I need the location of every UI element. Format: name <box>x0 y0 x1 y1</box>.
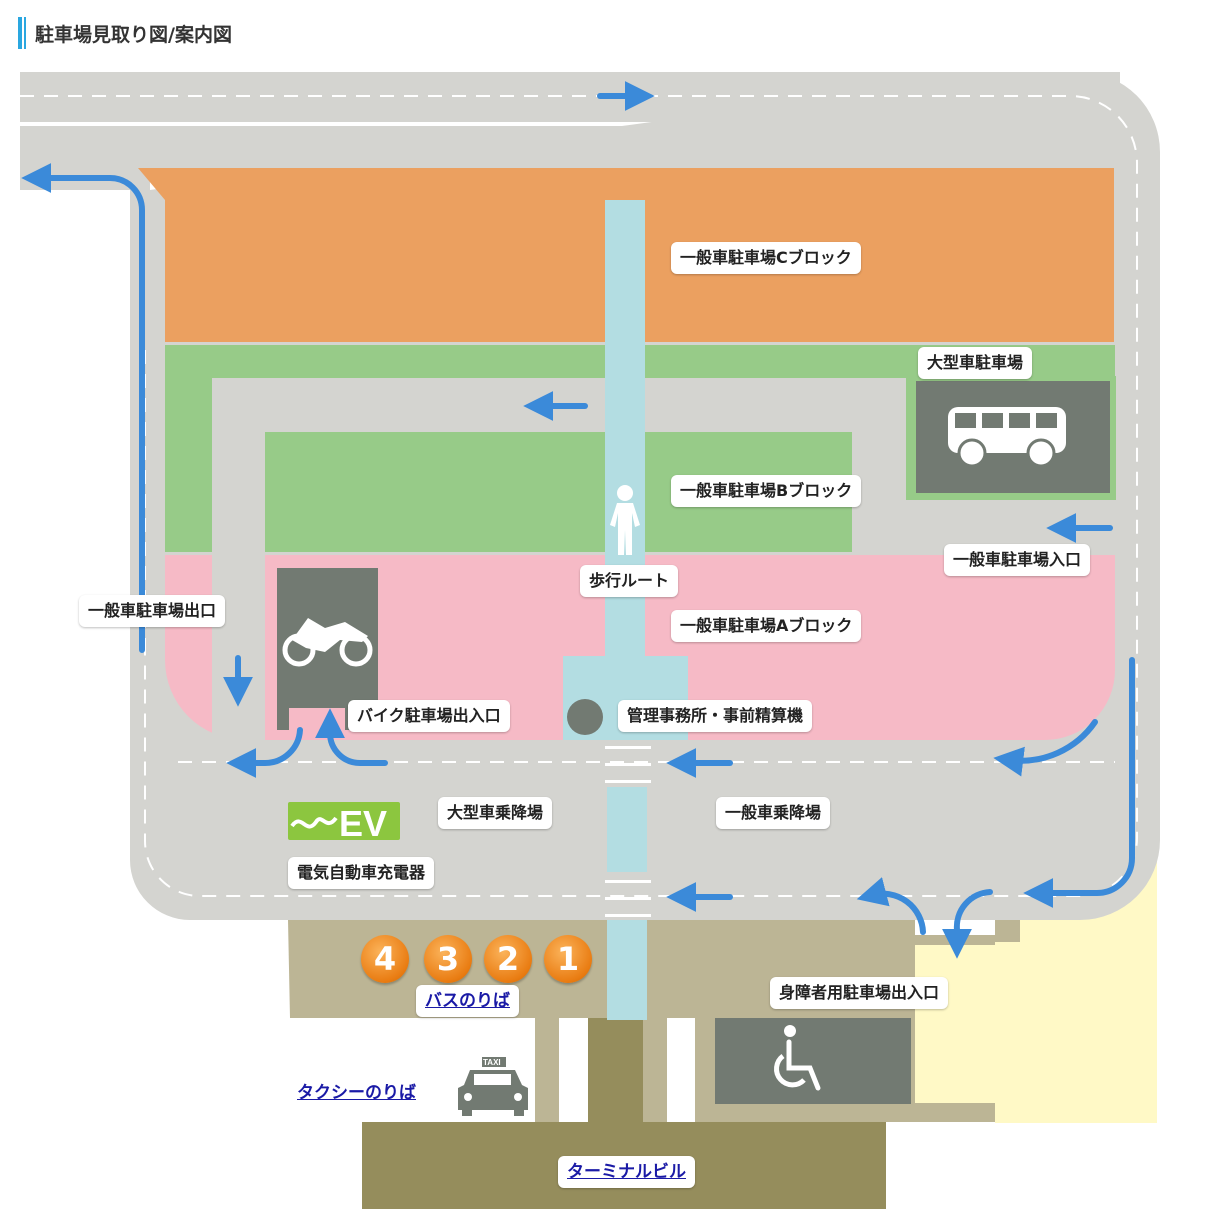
platform-column-mid <box>643 1018 667 1122</box>
platform-column-left <box>535 1018 559 1122</box>
pedestrian-icon <box>610 485 640 555</box>
page-title: 駐車場見取り図/案内図 <box>35 23 232 46</box>
wheelchair-icon <box>774 1025 821 1091</box>
bike-gate-label: バイク駐車場出入口 <box>348 700 510 732</box>
general-boarding-label: 一般車乗降場 <box>716 797 831 829</box>
title-accent <box>18 17 22 49</box>
bus-stop-link[interactable]: バスのりば <box>416 985 519 1017</box>
taxi-stop-link[interactable]: タクシーのりば <box>297 1083 416 1103</box>
large-parking-label: 大型車駐車場 <box>918 347 1033 379</box>
walkway-lower <box>607 920 647 1020</box>
ev-logo: EV <box>288 802 400 844</box>
ev-charger-label: 電気自動車充電器 <box>288 857 435 889</box>
crosswalk-upper <box>605 746 651 783</box>
bus-stop-2[interactable]: 2 <box>484 935 532 983</box>
general-entrance-label: 一般車駐車場入口 <box>944 544 1091 576</box>
bus-stop-3[interactable]: 3 <box>424 935 472 983</box>
motorcycle-icon <box>282 618 373 667</box>
b-block-label: 一般車駐車場Bブロック <box>671 475 862 507</box>
a-block-label: 一般車駐車場Aブロック <box>671 610 862 642</box>
large-boarding-label: 大型車乗降場 <box>438 797 553 829</box>
disabled-gate-label: 身障者用駐車場出入口 <box>770 977 949 1009</box>
bus-stop-1[interactable]: 1 <box>544 935 592 983</box>
b-block-inner-road <box>212 378 1115 740</box>
disabled-lot-white <box>915 945 995 1103</box>
title-accent-thin <box>24 17 26 49</box>
office-marker <box>567 699 603 735</box>
c-block-label: 一般車駐車場Cブロック <box>671 242 861 274</box>
page-header: 駐車場見取り図/案内図 <box>18 17 232 49</box>
traffic-arrows <box>21 81 1135 959</box>
crosswalk-lower <box>605 880 651 917</box>
ev-logo-text: EV <box>339 803 387 844</box>
bus-icon <box>948 407 1066 468</box>
bus-stop-4[interactable]: 4 <box>361 935 409 983</box>
walk-route-label: 歩行ルート <box>580 565 679 597</box>
disabled-lot-strip <box>995 920 1020 942</box>
office-label: 管理事務所・事前精算機 <box>618 700 813 732</box>
terminal-link[interactable]: ターミナルビル <box>558 1156 695 1188</box>
general-exit-label: 一般車駐車場出口 <box>79 595 226 627</box>
taxi-icon: TAXI <box>458 1057 528 1116</box>
walkway-middle <box>607 787 647 872</box>
taxi-sign-text: TAXI <box>483 1058 501 1067</box>
disabled-lot-box <box>715 1018 911 1104</box>
